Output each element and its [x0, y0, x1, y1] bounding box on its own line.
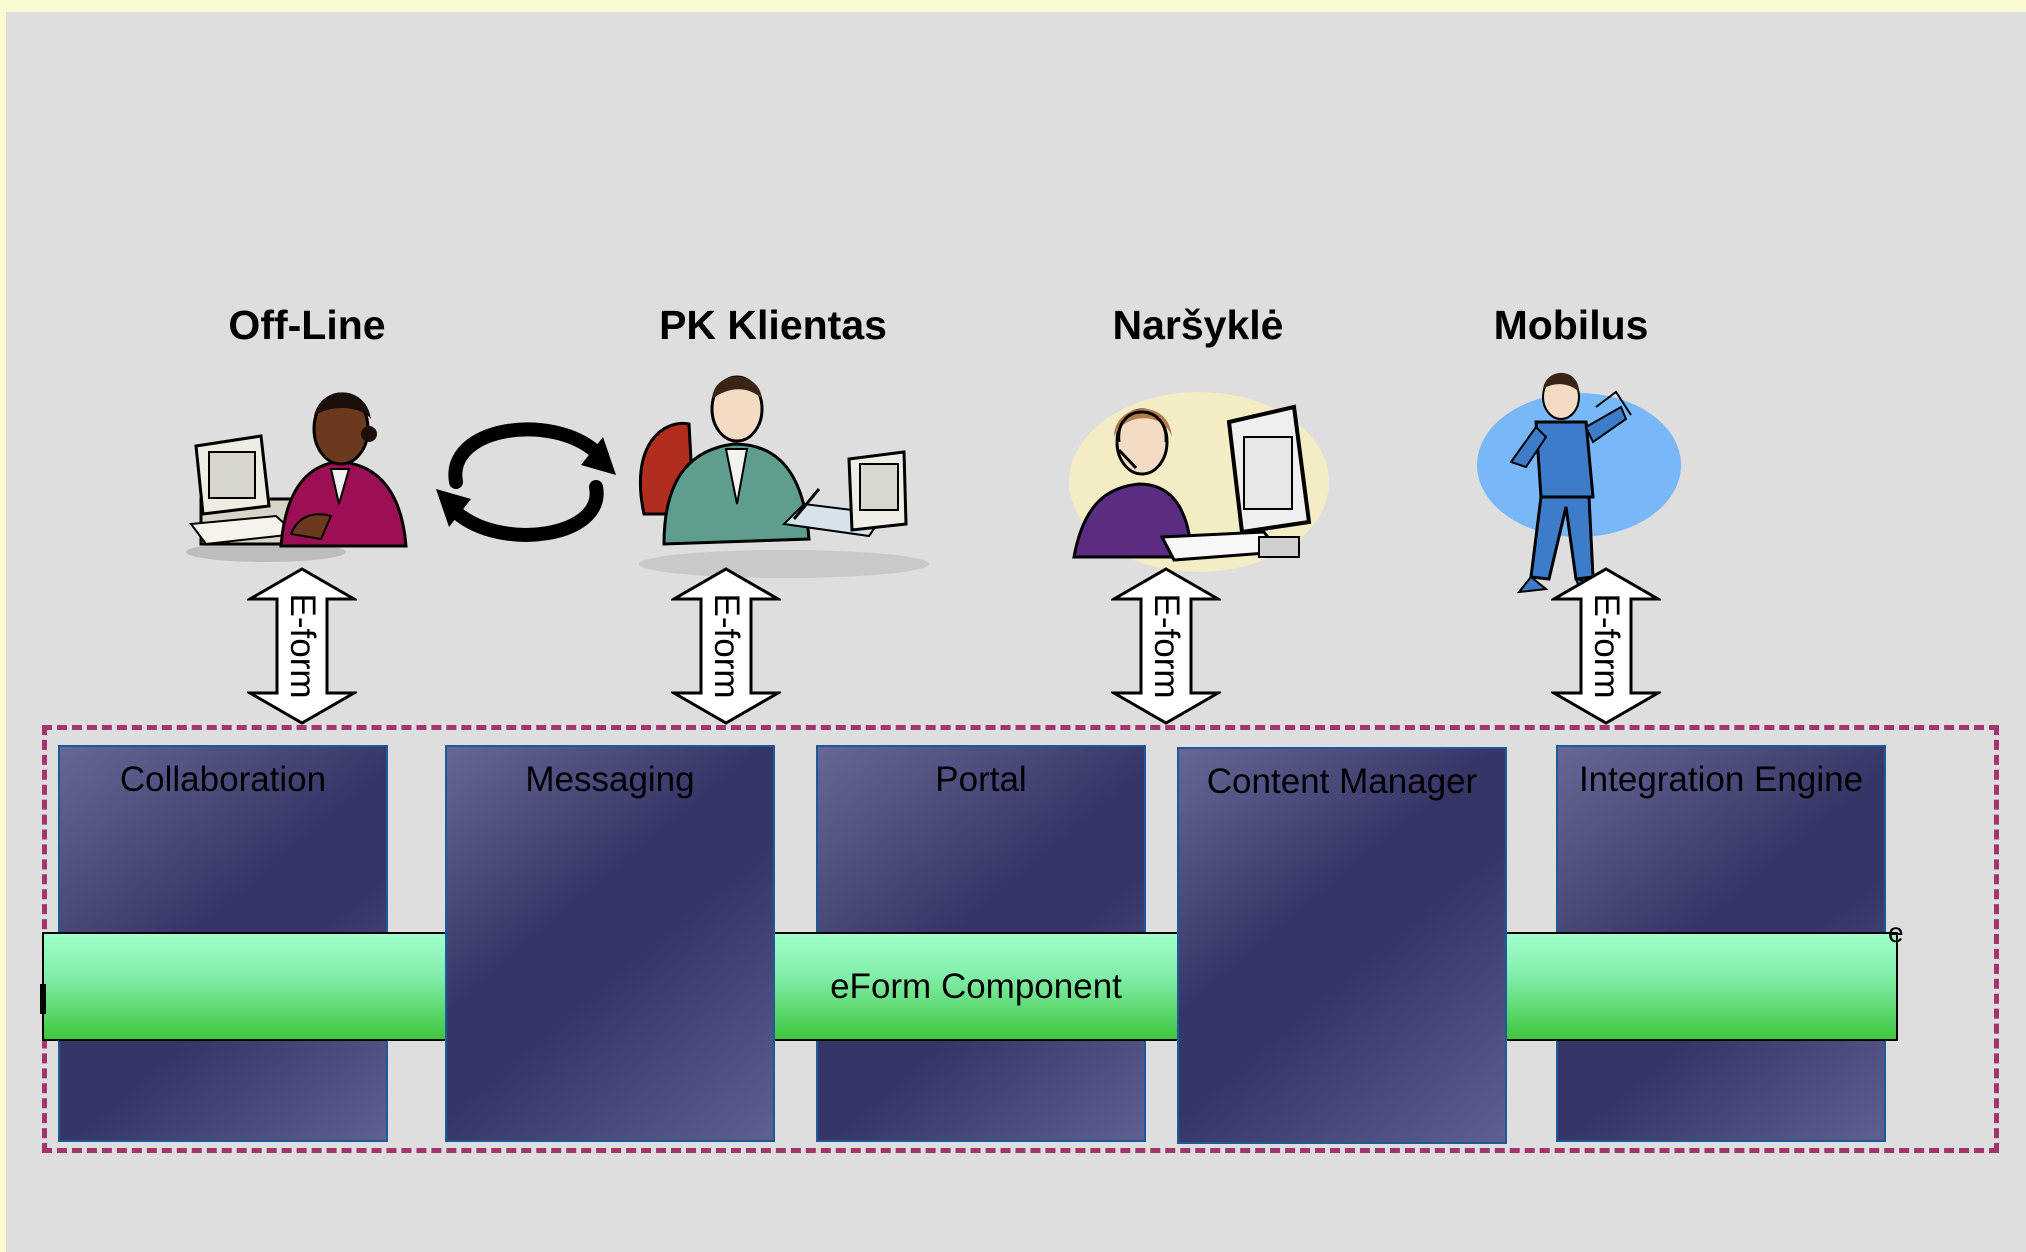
eform-arrow-label: E-form: [283, 593, 322, 699]
stray-text: e: [1888, 917, 1904, 948]
eform-arrow-4: E-form: [1551, 567, 1661, 725]
client-title-pk-klientas: PK Klientas: [659, 302, 887, 348]
eform-arrow-label: E-form: [1147, 593, 1186, 699]
sync-cycle-icon: [431, 407, 621, 562]
diagram-canvas: Off-Line PK Klientas Naršyklė Mobilus: [6, 12, 2026, 1252]
operator-with-headset-icon: [1064, 382, 1334, 587]
client-title-offline: Off-Line: [228, 302, 386, 348]
man-at-desk-computer-icon: [634, 364, 934, 589]
eform-arrow-1: E-form: [247, 567, 357, 725]
stray-mark: [40, 984, 46, 1014]
client-title-narsykle: Naršyklė: [1112, 302, 1284, 348]
woman-at-computer-icon: [181, 374, 411, 579]
client-title-mobilus: Mobilus: [1493, 302, 1649, 348]
eform-component-bar: [42, 932, 1898, 1041]
eform-arrow-label: E-form: [707, 593, 746, 699]
module-messaging: Messaging: [445, 745, 775, 1142]
eform-arrow-3: E-form: [1111, 567, 1221, 725]
eform-component-label: eForm Component: [830, 967, 1122, 1006]
eform-arrow-label: E-form: [1587, 593, 1626, 699]
module-content-manager: Content Manager: [1177, 747, 1507, 1144]
eform-arrow-2: E-form: [671, 567, 781, 725]
